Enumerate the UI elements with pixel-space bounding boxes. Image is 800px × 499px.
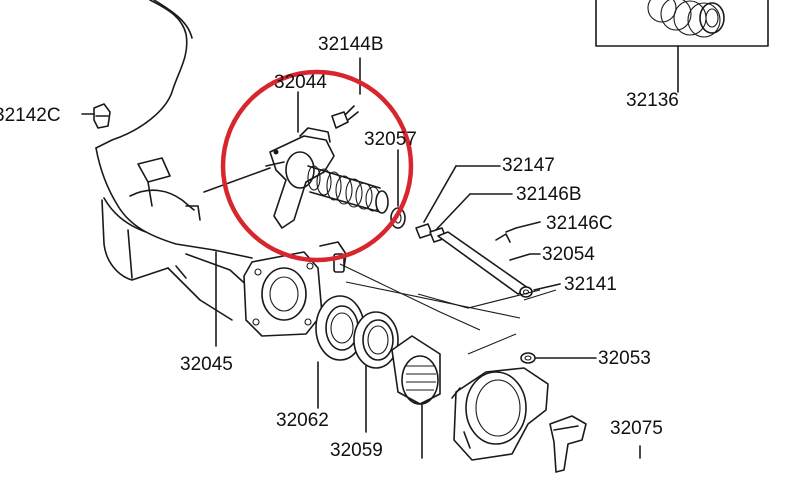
part-32144B-bolt (331, 57, 361, 129)
part-32062-oil-seal (315, 295, 365, 409)
label-32044: 32044 (274, 72, 327, 93)
label-32136: 32136 (626, 90, 679, 111)
part-transfer-housing (451, 367, 549, 461)
label-32075: 32075 (610, 418, 663, 439)
part-32053-washer (520, 352, 597, 364)
label-32059: 32059 (330, 440, 383, 461)
label-32146C: 32146C (546, 213, 613, 234)
label-32053: 32053 (598, 348, 651, 369)
label-32141: 32141 (564, 274, 617, 295)
highlight-circle (220, 69, 414, 263)
part-32136-spring-box (595, 0, 769, 93)
part-32054-shaft (437, 231, 541, 295)
label-32054: 32054 (542, 244, 595, 265)
label-32144B: 32144B (318, 34, 384, 55)
part-32075-clamp (549, 415, 641, 473)
part-32044-lever (203, 91, 335, 229)
part-32147-pin (415, 165, 501, 239)
label-32062: 32062 (276, 410, 329, 431)
part-32059-bearing (353, 311, 399, 433)
part-32045-housing (95, 0, 347, 347)
label-32057: 32057 (364, 129, 417, 150)
guide-lines (339, 263, 557, 355)
part-32146C-spring-pin (495, 221, 541, 243)
part-32142C-clip (81, 103, 111, 129)
label-32146B: 32146B (516, 184, 582, 205)
label-32142C: 32142C (0, 105, 61, 126)
part-output-shaft (391, 335, 441, 459)
label-32045: 32045 (180, 354, 233, 375)
label-32147: 32147 (502, 155, 555, 176)
